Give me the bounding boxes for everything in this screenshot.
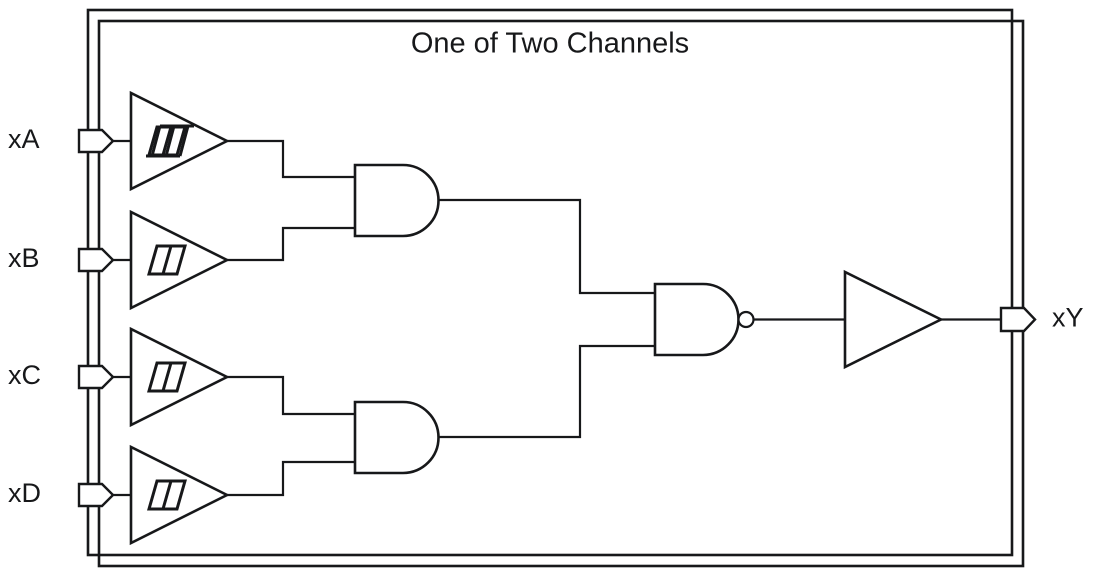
pin-connector-xy[interactable] [999, 306, 1037, 333]
hysteresis-glyph-a [147, 125, 187, 157]
pin-connector-xd[interactable] [77, 482, 115, 508]
pin-connector-xb[interactable] [77, 247, 115, 273]
wire-buffer-d-to-and [227, 460, 355, 497]
output-buffer-triangle [843, 269, 944, 370]
wire-buffer-b-to-and [227, 226, 355, 262]
buffer-triangle-b [129, 209, 230, 311]
chip-border-inner [86, 8, 1014, 557]
buffer-triangle-d [129, 444, 230, 546]
chip-border-outer [97, 19, 1025, 568]
hysteresis-glyph-d [147, 479, 187, 511]
and-gate-lower[interactable] [353, 400, 440, 475]
wire-and-upper-to-nand [439, 198, 655, 295]
output-label-xy: xY [1052, 303, 1084, 333]
hysteresis-glyph-c [147, 361, 187, 393]
and-gate-upper[interactable] [353, 163, 440, 238]
input-port-xc[interactable]: xC [8, 360, 131, 390]
buffer-triangle-c [129, 326, 230, 428]
input-label-xd: xD [8, 478, 41, 508]
pin-connector-xa[interactable] [77, 128, 115, 154]
output-buffer[interactable] [843, 269, 944, 370]
diagram-title: One of Two Channels [411, 28, 689, 60]
input-port-xb[interactable]: xB [8, 243, 131, 273]
hysteresis-glyph-b [147, 244, 187, 276]
wire-and-lower-to-nand [439, 344, 655, 439]
input-port-xd[interactable]: xD [8, 478, 131, 508]
schmitt-buffer-c[interactable] [129, 326, 230, 428]
hysteresis-symbol-a [146, 124, 194, 158]
schmitt-buffer-a[interactable] [129, 90, 230, 192]
input-label-xc: xC [8, 360, 41, 390]
nand-gate[interactable] [653, 282, 755, 357]
input-label-xa: xA [8, 124, 40, 154]
pin-connector-xc[interactable] [77, 364, 115, 390]
schmitt-buffer-d[interactable] [129, 444, 230, 546]
and-gate-lower-body [353, 400, 440, 475]
wire-buffer-a-to-and [227, 139, 355, 179]
input-label-xb: xB [8, 243, 40, 273]
input-port-xa[interactable]: xA [8, 124, 131, 154]
nand-inversion-bubble [737, 310, 755, 329]
chip-package-border [86, 8, 1025, 568]
wire-buffer-c-to-and [227, 375, 355, 416]
nand-gate-body [653, 282, 740, 357]
buffer-triangle-a [129, 90, 230, 192]
schmitt-buffer-b[interactable] [129, 209, 230, 311]
output-port-xy[interactable]: xY [999, 303, 1084, 333]
and-gate-upper-body [353, 163, 440, 238]
